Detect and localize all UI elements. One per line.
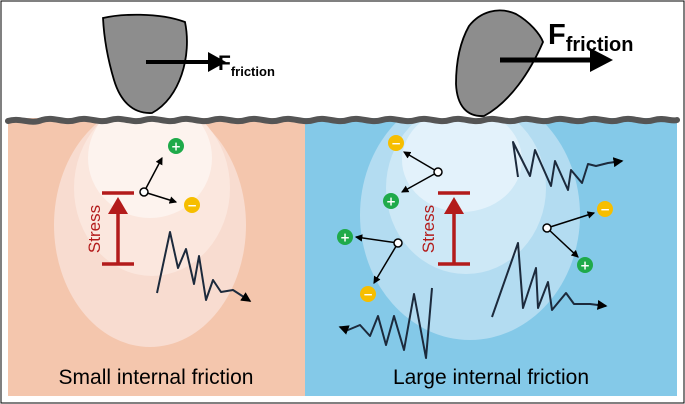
friction-force-arrowhead-large [590, 48, 613, 72]
positive-charge [577, 257, 593, 273]
negative-charge [388, 135, 404, 151]
negative-charge-symbol: − [600, 203, 610, 217]
negative-charge-symbol: − [187, 199, 197, 213]
negative-charge-symbol: − [391, 137, 401, 151]
positive-charge [168, 138, 184, 154]
friction-force-label-small: Ffriction [218, 52, 275, 79]
stress-arrow-left [102, 191, 134, 266]
positive-charge-symbol: + [171, 140, 181, 154]
positive-charge-symbol: + [580, 259, 590, 273]
stress-field-inner [402, 118, 522, 212]
defect-site [433, 167, 443, 177]
phonon-wave [338, 287, 433, 359]
positive-charge [337, 229, 353, 245]
charge-pair-right [542, 211, 596, 258]
phonon-wave [512, 141, 624, 191]
defect-site [139, 187, 149, 197]
charge-pair-lower [354, 234, 403, 284]
caption-small-internal-friction: Small internal friction [58, 366, 254, 389]
negative-charge-symbol: − [363, 288, 373, 302]
negative-charge [597, 201, 613, 217]
positive-charge-symbol: + [340, 231, 350, 245]
indenter-tip-small [102, 13, 188, 114]
charge-pair-left [139, 157, 178, 204]
positive-charge [383, 193, 399, 209]
stress-label-left: Stress [85, 205, 104, 253]
negative-charge [360, 286, 376, 302]
stress-arrow-right [438, 191, 470, 266]
friction-force-arrowhead-small [208, 52, 226, 72]
defect-site [542, 223, 552, 233]
friction-force-label-large: Ffriction [548, 19, 634, 56]
caption-large-internal-friction: Large internal friction [392, 366, 590, 389]
phonon-wave [156, 231, 252, 302]
phonon-wave [491, 242, 608, 318]
stress-label-right: Stress [419, 205, 438, 253]
indenter-tip-large [455, 9, 544, 117]
charge-pair-upper [401, 151, 443, 193]
defect-site [393, 238, 403, 248]
right-panel [305, 118, 677, 396]
left-panel [8, 118, 305, 396]
surface-line [5, 115, 680, 125]
positive-charge-symbol: + [386, 195, 396, 209]
negative-charge [184, 197, 200, 213]
